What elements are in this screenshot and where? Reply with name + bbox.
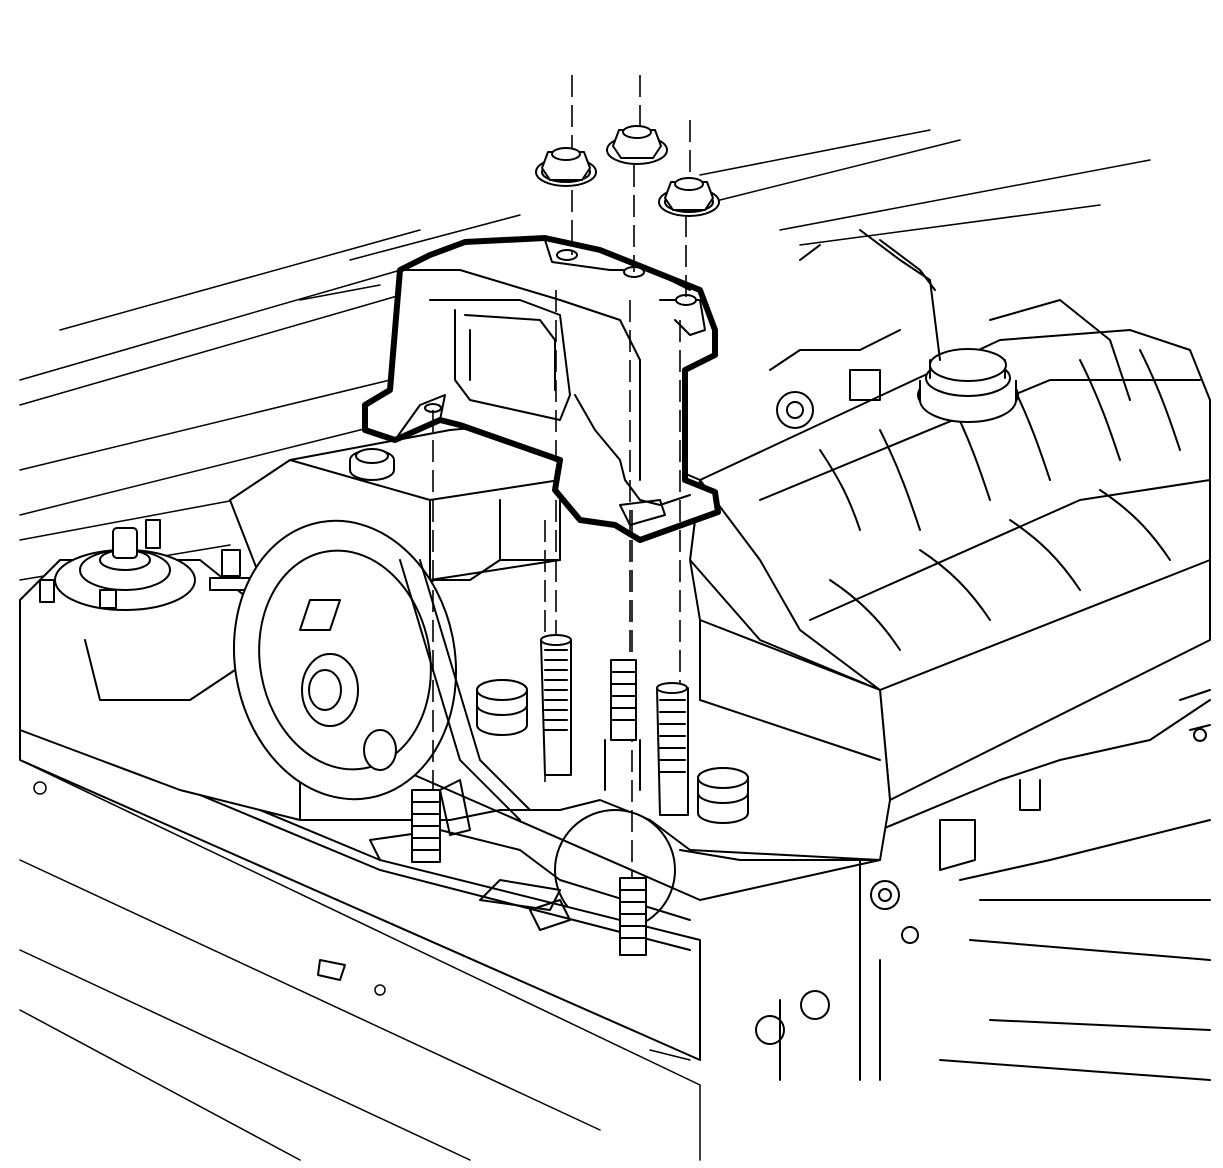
mount-stud	[619, 877, 647, 956]
mount-stud	[604, 659, 641, 791]
mount-stud	[540, 634, 572, 776]
lower-right-components	[755, 689, 1211, 1081]
mount-nut[interactable]	[535, 147, 597, 187]
mount-nut[interactable]	[606, 125, 668, 165]
rubber-bushing	[476, 679, 528, 736]
rubber-bushing	[697, 767, 749, 824]
strut-tower	[19, 519, 301, 821]
oil-filler-cap	[917, 348, 1019, 423]
frame-rail	[19, 709, 701, 1061]
upper-right-hoses	[769, 229, 941, 429]
engine-fill-cap	[349, 448, 395, 481]
mount-stud	[411, 789, 441, 863]
accessory-pulley	[232, 519, 531, 836]
engine-cover	[689, 299, 1211, 801]
mount-stud	[656, 682, 689, 816]
mount-nut[interactable]	[658, 177, 720, 217]
body-panel-lines	[19, 129, 1151, 1161]
